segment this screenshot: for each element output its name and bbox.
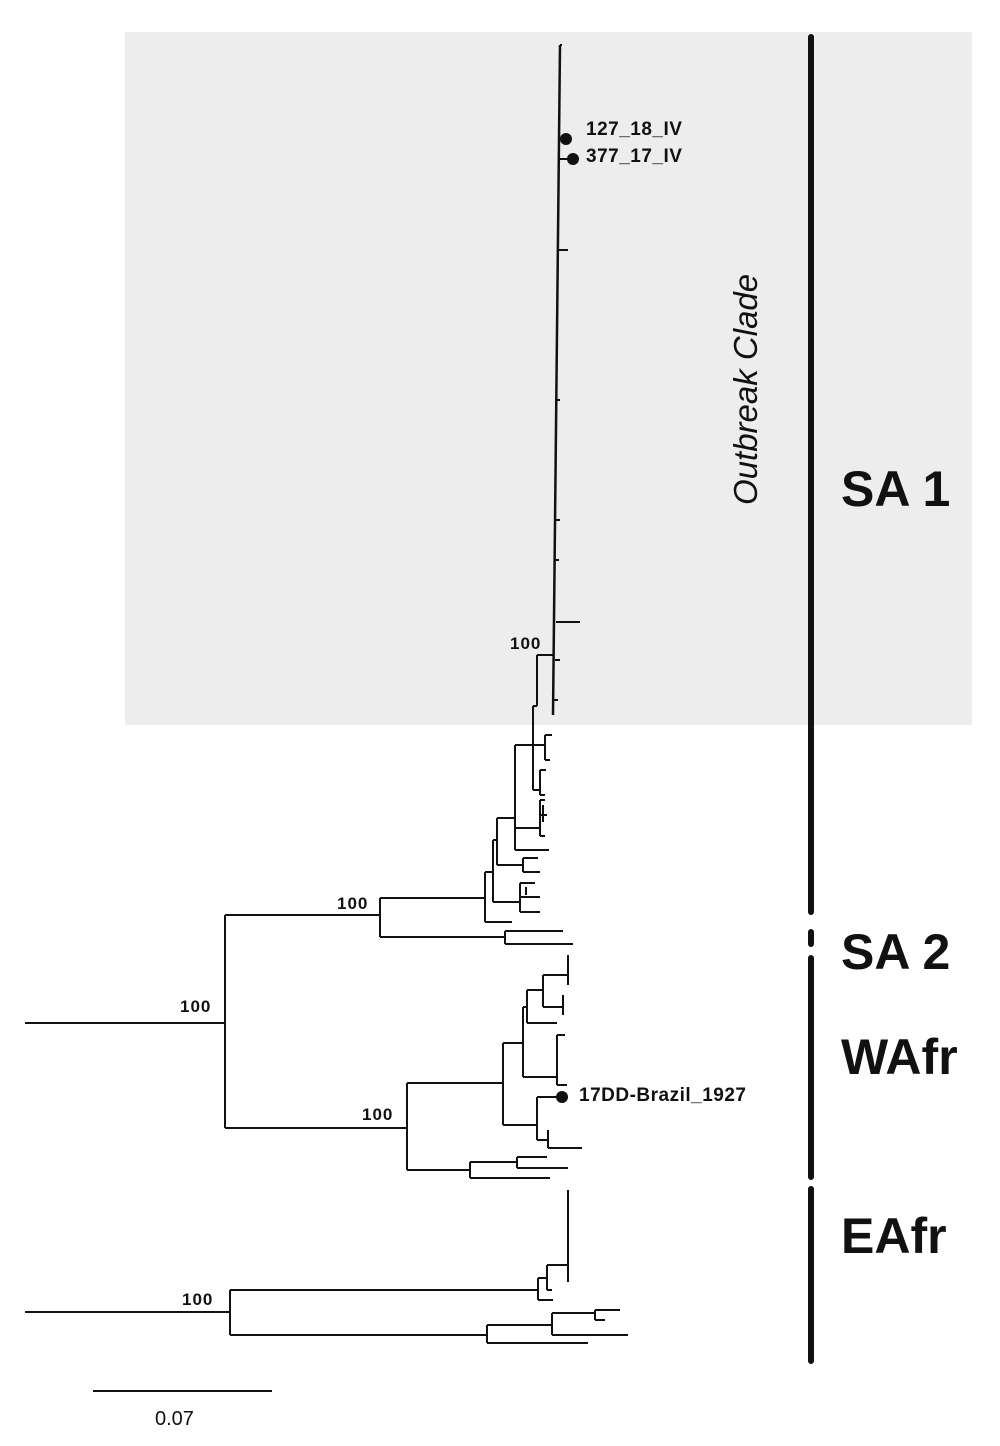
tip-markers xyxy=(556,133,579,1103)
tip-label: 377_17_IV xyxy=(586,146,683,167)
tip-marker-17dd xyxy=(556,1091,568,1103)
tip-label: 17DD-Brazil_1927 xyxy=(579,1085,747,1106)
clade-label-sa1: SA 1 xyxy=(841,461,951,517)
scale-bar-label: 0.07 xyxy=(155,1408,194,1430)
tip-marker-127 xyxy=(560,133,572,145)
clade-label-eafr: EAfr xyxy=(841,1208,947,1264)
tree-branches xyxy=(25,44,628,1392)
outbreak-clade-shade xyxy=(125,32,972,725)
outbreak-clade-label: Outbreak Clade xyxy=(727,273,764,505)
bootstrap-label: 100 xyxy=(180,997,212,1016)
bootstrap-label: 100 xyxy=(362,1105,394,1124)
clade-label-wafr: WAfr xyxy=(841,1029,958,1085)
bootstrap-label: 100 xyxy=(510,634,542,653)
bootstrap-label: 100 xyxy=(182,1290,214,1309)
tip-label: 127_18_IV xyxy=(586,119,683,140)
clade-label-sa2: SA 2 xyxy=(841,924,951,980)
tip-marker-377 xyxy=(567,153,579,165)
bootstrap-label: 100 xyxy=(337,894,369,913)
